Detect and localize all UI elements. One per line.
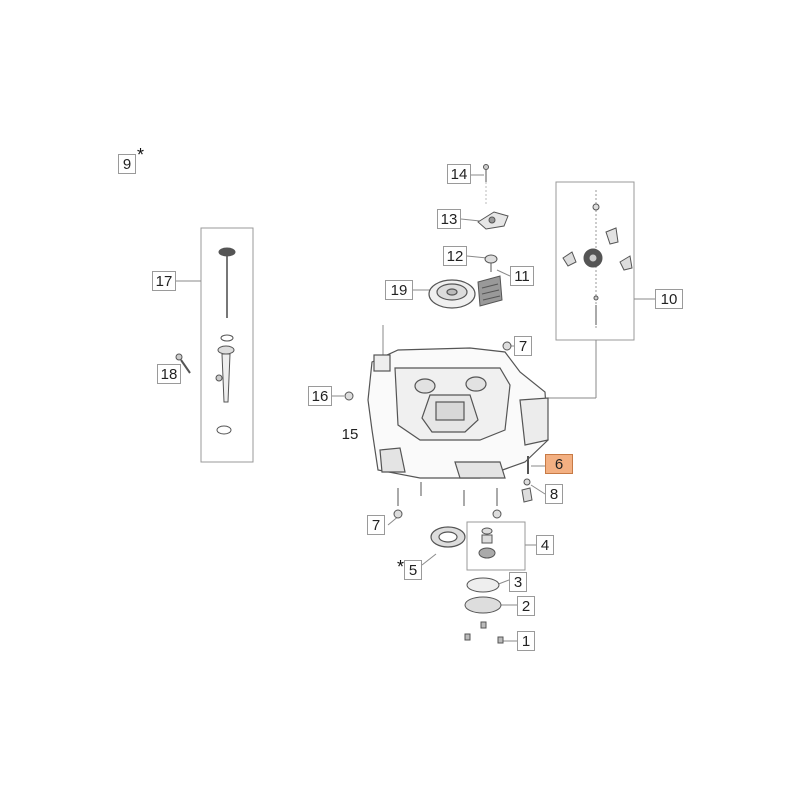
screen-part-11 (477, 275, 503, 307)
callout-17[interactable]: 17 (152, 271, 176, 291)
pump-group-frame (466, 521, 526, 571)
callout-13[interactable]: 13 (437, 209, 461, 229)
callout-1[interactable]: 1 (517, 631, 535, 651)
callout-6-highlighted[interactable]: 6 (545, 454, 573, 474)
part-12 (484, 254, 498, 272)
callout-7-bottom[interactable]: 7 (367, 515, 385, 535)
seal-part-5 (430, 526, 466, 548)
callout-2[interactable]: 2 (517, 596, 535, 616)
callout-19[interactable]: 19 (385, 280, 413, 300)
part-8 (521, 478, 533, 503)
bolts-part-7 (393, 341, 512, 519)
screw-part-18 (175, 353, 191, 374)
callout-16[interactable]: 16 (308, 386, 332, 406)
screw-part-14 (483, 164, 489, 182)
callout-18[interactable]: 18 (157, 364, 181, 384)
governor-group-frame (555, 181, 635, 341)
dipstick-part-17 (215, 247, 236, 435)
pump-part-4 (478, 527, 496, 559)
callout-5[interactable]: 5 (404, 560, 422, 580)
callout-7-top[interactable]: 7 (514, 336, 532, 356)
screws-part-1 (464, 621, 504, 644)
dipstick-group-frame (200, 227, 254, 463)
callout-4[interactable]: 4 (536, 535, 554, 555)
callout-10[interactable]: 10 (655, 289, 683, 309)
callout-8[interactable]: 8 (545, 484, 563, 504)
crankcase (367, 347, 549, 479)
callout-3[interactable]: 3 (509, 572, 527, 592)
governor-part-10 (562, 190, 633, 330)
cover-part-2 (464, 596, 502, 614)
gasket-part-3 (466, 577, 500, 593)
callout-12[interactable]: 12 (443, 246, 467, 266)
asterisk-marker-5: * (397, 557, 405, 577)
callout-11[interactable]: 11 (510, 266, 534, 286)
asterisk-marker-9: * (137, 145, 145, 165)
callout-9[interactable]: 9 (118, 154, 136, 174)
gear-part-19 (428, 279, 476, 309)
callout-14[interactable]: 14 (447, 164, 471, 184)
callout-15[interactable]: 15 (337, 424, 363, 444)
part-13 (477, 211, 509, 230)
nut-part-16 (344, 391, 354, 401)
